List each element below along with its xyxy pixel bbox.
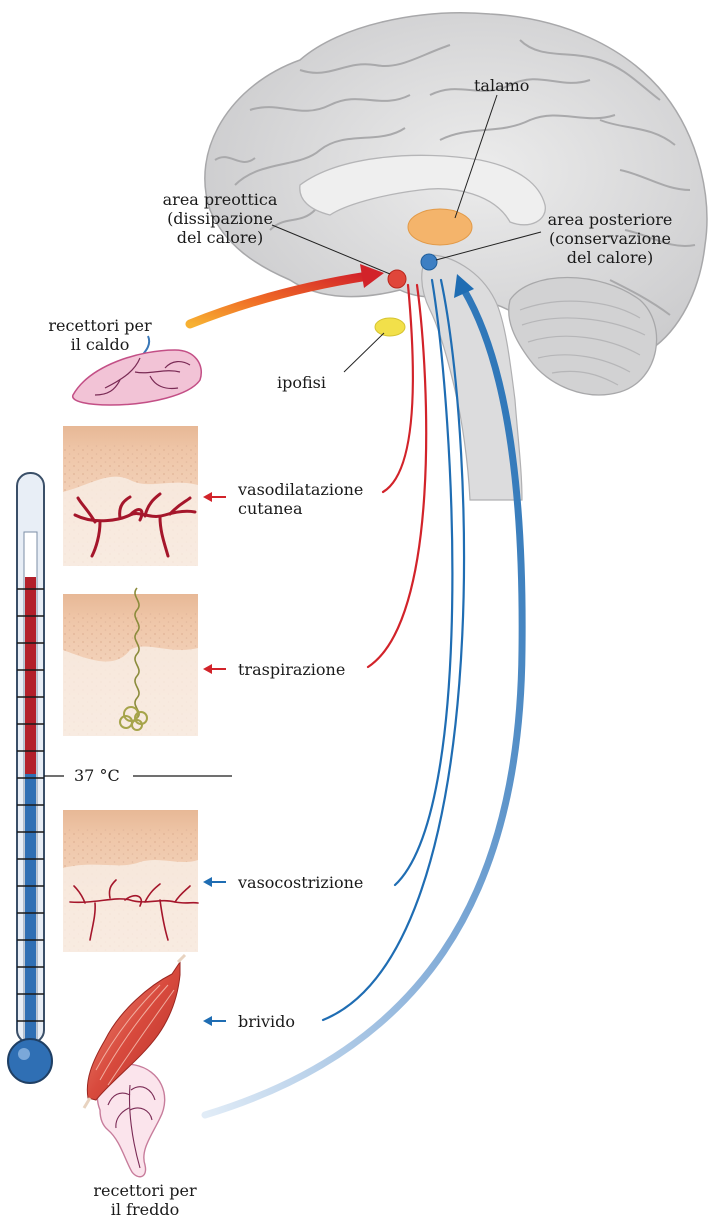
label-area-posteriore-line2: (conservazione <box>525 229 695 248</box>
arrow-vasoconstriction <box>203 877 226 887</box>
preoptic-area-dot <box>388 270 406 288</box>
arrow-transpiration <box>203 664 226 674</box>
label-area-posteriore: area posteriore (conservazione del calor… <box>525 210 695 267</box>
label-recettori-caldo: recettori per il caldo <box>40 316 160 354</box>
posterior-area-dot <box>421 254 437 270</box>
label-ipofisi: ipofisi <box>277 373 326 392</box>
label-recettori-freddo-line1: recettori per <box>80 1181 210 1200</box>
thermometer-bulb <box>8 1039 52 1083</box>
path-vasodilatation <box>383 285 413 492</box>
thalamus <box>408 209 472 245</box>
label-area-preottica-line3: del calore) <box>140 228 300 247</box>
label-talamo: talamo <box>474 76 529 95</box>
arrow-shivering <box>203 1016 226 1026</box>
label-area-posteriore-line1: area posteriore <box>525 210 695 229</box>
label-area-posteriore-line3: del calore) <box>525 248 695 267</box>
path-shivering <box>323 280 464 1020</box>
label-vasocostrizione: vasocostrizione <box>238 873 363 892</box>
label-traspirazione: traspirazione <box>238 660 345 679</box>
thermometer-red-column <box>25 577 36 774</box>
response-arrows <box>203 492 226 1026</box>
pituitary <box>375 318 405 336</box>
label-brivido: brivido <box>238 1012 295 1031</box>
label-vasodilatazione-line1: vasodilatazione <box>238 480 363 499</box>
skin-panel-vasodilatation <box>63 426 198 566</box>
efferent-pathways <box>323 280 464 1020</box>
label-vasodilatazione-line2: cutanea <box>238 499 363 518</box>
arrow-vasodilatation <box>203 492 226 502</box>
skin-panel-transpiration <box>63 588 198 736</box>
label-recettori-freddo-line2: il freddo <box>80 1200 210 1219</box>
thermometer <box>8 473 52 1083</box>
label-recettori-freddo: recettori per il freddo <box>80 1181 210 1219</box>
label-recettori-caldo-line2: il caldo <box>40 335 160 354</box>
label-area-preottica-line2: (dissipazione <box>140 209 300 228</box>
label-vasodilatazione: vasodilatazione cutanea <box>238 480 363 518</box>
label-area-preottica: area preottica (dissipazione del calore) <box>140 190 300 247</box>
label-area-preottica-line1: area preottica <box>140 190 300 209</box>
thermometer-blue-column <box>25 774 36 1039</box>
label-recettori-caldo-line1: recettori per <box>40 316 160 335</box>
skin-panel-vasoconstriction <box>63 810 198 952</box>
label-temperature: 37 °C <box>74 766 120 785</box>
